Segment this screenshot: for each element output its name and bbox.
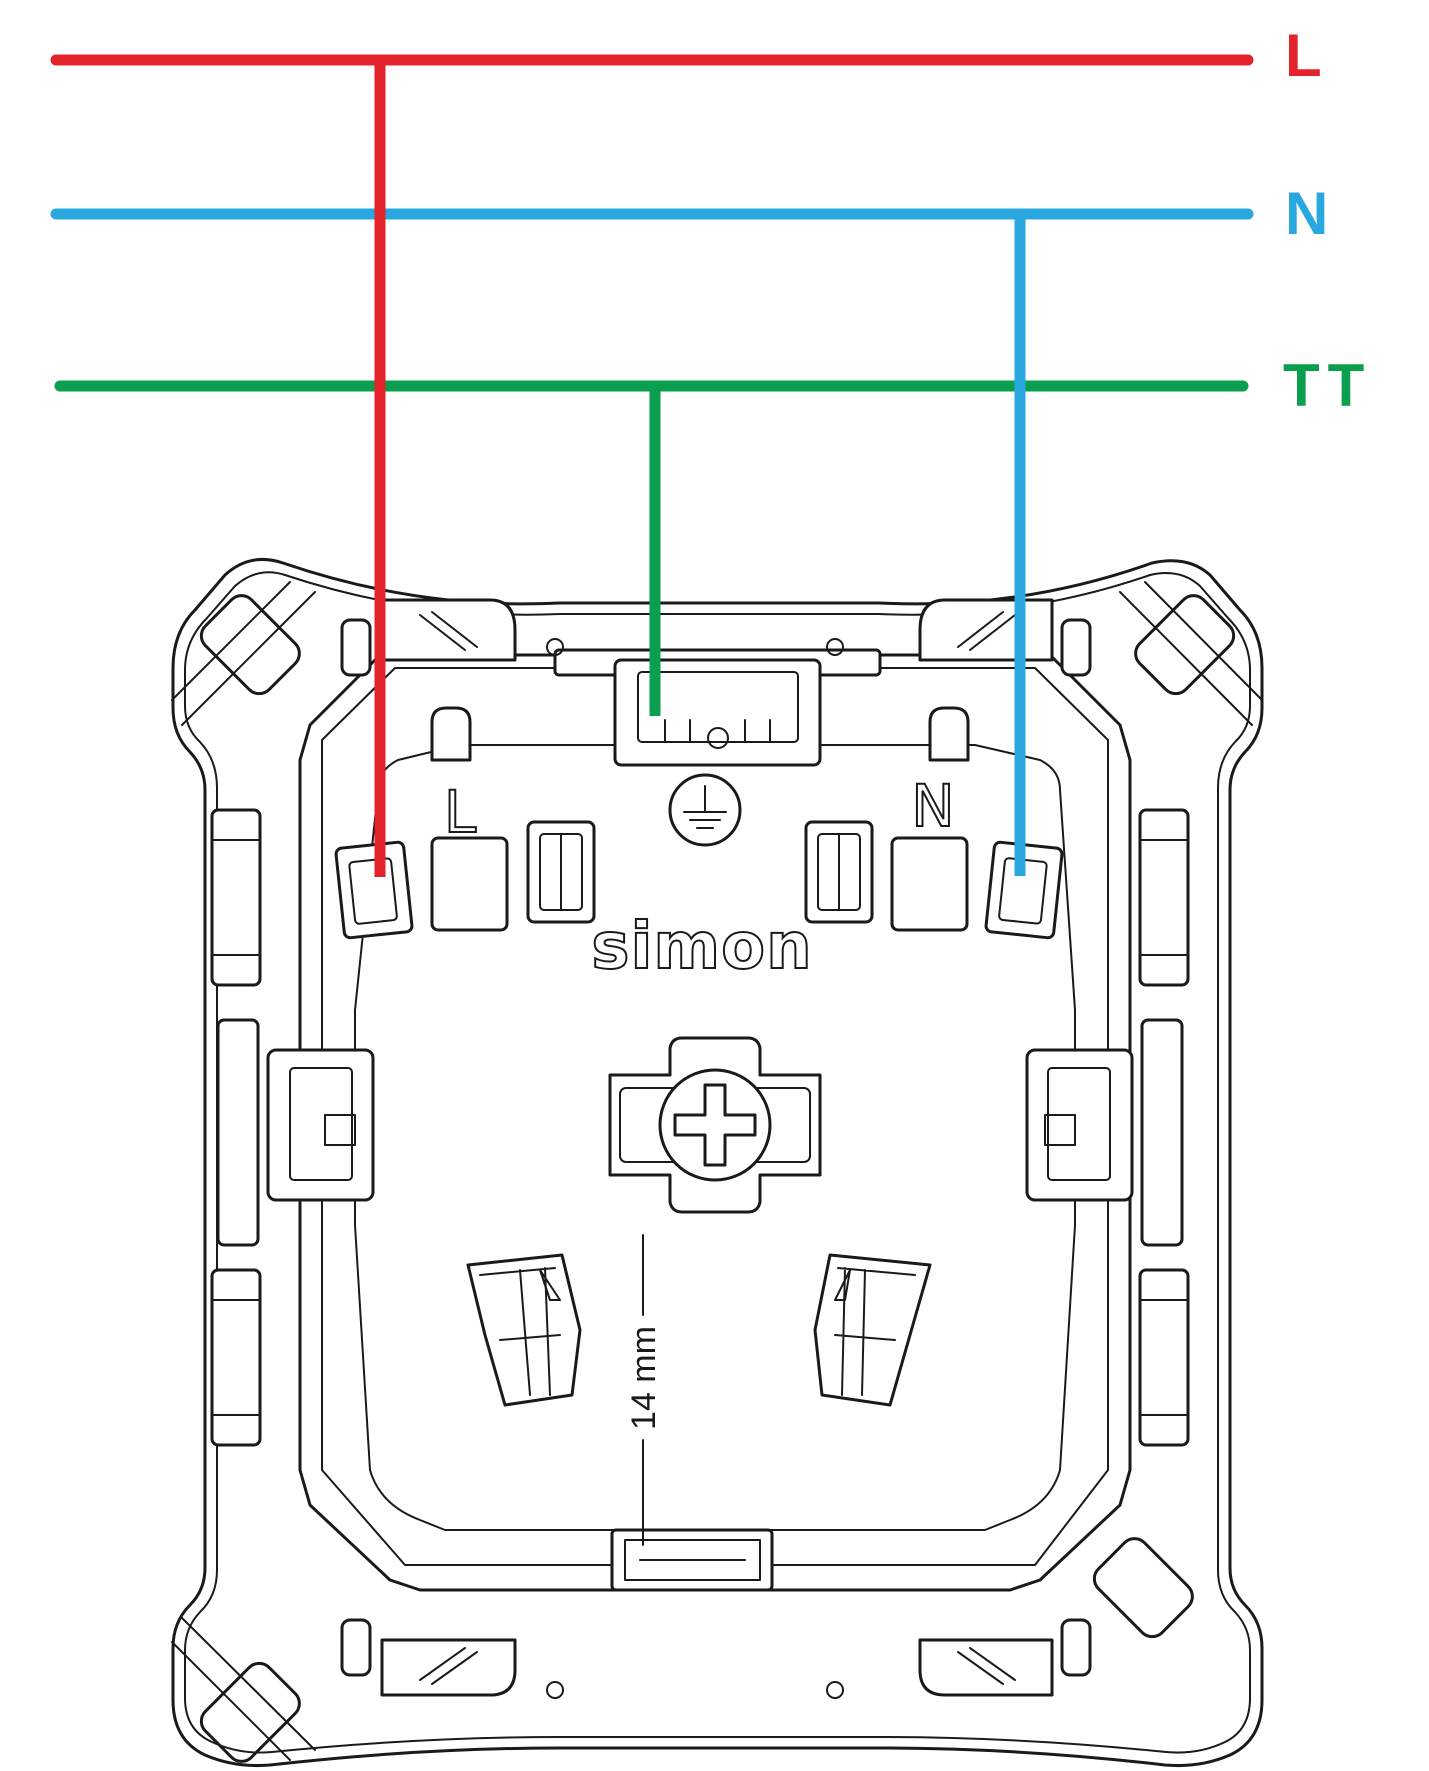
terminals-right <box>804 820 1064 940</box>
mounting-frame <box>171 557 1264 1768</box>
mounting-frame-inner <box>184 571 1251 1754</box>
earth-clamp-top <box>546 638 882 767</box>
terminal-label-right: N <box>911 772 954 840</box>
socket-body <box>298 653 1132 1592</box>
dimension-label: 14 mm <box>625 1326 663 1430</box>
top-tabs <box>340 598 1092 677</box>
neutral-wire-label: N <box>1285 180 1328 247</box>
terminal-label-left: L <box>444 778 476 846</box>
corner-ribs <box>171 581 1263 1761</box>
terminals-left <box>334 820 596 940</box>
socket-face <box>321 667 1109 1566</box>
right-side-clips <box>1025 808 1190 1447</box>
socket-pin-right <box>813 1253 932 1407</box>
corner-slot-bottom-right <box>1092 1537 1194 1639</box>
left-side-clips <box>210 808 375 1447</box>
protective-earth-icon <box>668 773 742 847</box>
socket-pin-left <box>466 1253 582 1407</box>
dimension-marker: 14 mm <box>625 1234 663 1546</box>
corner-slot-bottom-left <box>199 1661 301 1763</box>
corner-slot-top-right <box>1134 594 1236 696</box>
live-wire-label: L <box>1285 22 1322 89</box>
center-screw <box>608 1036 822 1214</box>
corner-slot-top-left <box>199 594 301 696</box>
earth-clamp-bottom <box>546 1528 844 1699</box>
brand-logo: simon <box>591 910 812 984</box>
bottom-tabs <box>340 1618 1092 1697</box>
earth-wire-label: TT <box>1283 352 1372 419</box>
socket-mechanism: L N simon <box>171 557 1264 1768</box>
wiring <box>50 54 1254 877</box>
socket-face-inner <box>354 744 1076 1531</box>
terminal-posts <box>430 706 970 762</box>
